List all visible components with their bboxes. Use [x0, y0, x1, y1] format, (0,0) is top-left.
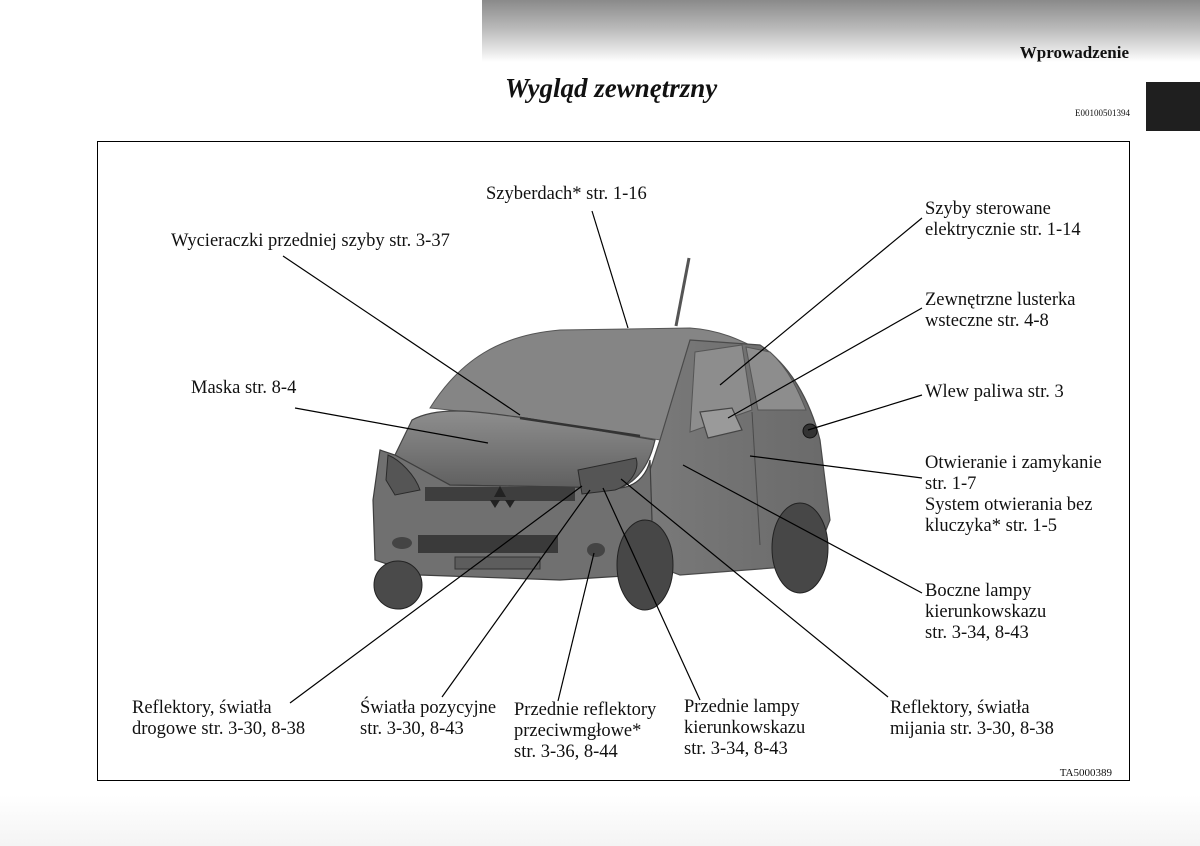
side-window-front — [689, 344, 753, 433]
callout-fuel-filler: Wlew paliwa str. 3 — [925, 382, 1064, 402]
bottom-band — [0, 795, 1200, 846]
callout-front-turn-lamps: Przednie lampy kierunkowskazu str. 3-34,… — [684, 697, 806, 759]
chapter-thumb-tab — [1146, 82, 1200, 131]
wiper — [519, 416, 641, 438]
page-title: Wygląd zewnętrzny — [505, 73, 718, 103]
callout-sunroof: Szyberdach* str. 1-16 — [486, 184, 647, 204]
callout-fog-lights: Przednie reflektory przeciwmgłowe* str. … — [514, 700, 657, 762]
side-window-rear — [745, 346, 807, 411]
document-code: E00100501394 — [1075, 108, 1130, 118]
door-line — [751, 411, 761, 546]
wheel-rear — [771, 502, 829, 594]
callout-position-lights: Światła pozycyjne str. 3-30, 8-43 — [360, 698, 497, 739]
headlight-left — [385, 454, 421, 496]
license-plate-area — [454, 556, 541, 570]
header-gradient-band — [482, 0, 1200, 62]
grille-lower — [418, 535, 558, 553]
headlight-right — [577, 457, 638, 495]
leader-lines — [282, 210, 923, 704]
brand-emblem — [490, 486, 515, 508]
callout-wipers: Wycieraczki przedniej szyby str. 3-37 — [171, 231, 450, 251]
antenna — [674, 257, 691, 327]
figure-code: TA5000389 — [1059, 767, 1112, 779]
callout-low-beam: Reflektory, światła mijania str. 3-30, 8… — [890, 698, 1054, 739]
fog-light-right — [587, 543, 605, 557]
callout-side-turn-lamps: Boczne lampy kierunkowskazu str. 3-34, 8… — [925, 581, 1047, 643]
callout-mirrors: Zewnętrzne lusterka wsteczne str. 4-8 — [925, 290, 1076, 331]
wheel-front-right — [616, 519, 674, 611]
figure-frame — [97, 141, 1130, 781]
fuel-cap — [802, 423, 818, 439]
fog-light-left — [392, 537, 412, 549]
callout-hood: Maska str. 8-4 — [191, 378, 297, 398]
section-name: Wprowadzenie — [1019, 43, 1129, 62]
callout-locking: Otwieranie i zamykanie str. 1-7 System o… — [925, 453, 1102, 536]
wheel-front-left — [373, 560, 423, 610]
callout-high-beam: Reflektory, światła drogowe str. 3-30, 8… — [132, 698, 306, 739]
callout-power-windows: Szyby sterowane elektrycznie str. 1-14 — [925, 199, 1081, 240]
